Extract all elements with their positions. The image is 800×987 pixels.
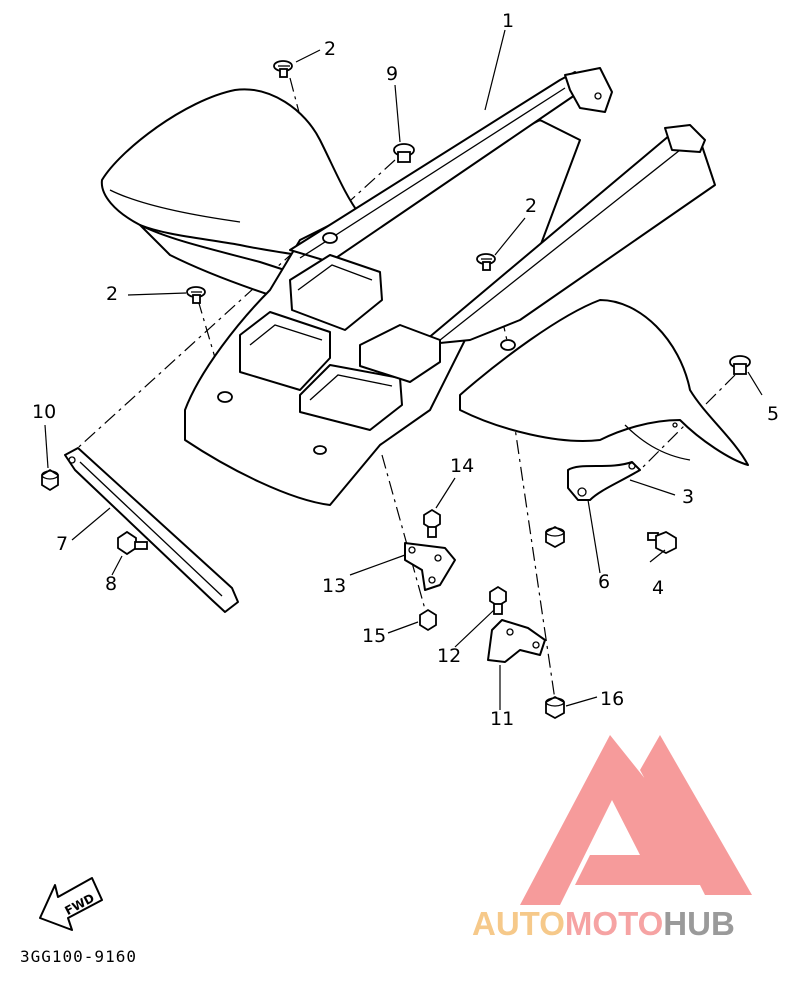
- watermark-text: AUTOMOTOHUB: [472, 905, 735, 942]
- callout-7: 7: [56, 533, 68, 555]
- watermark-auto: AUTO: [472, 905, 565, 942]
- svg-text:AUTOMOTOHUB: AUTOMOTOHUB: [472, 905, 735, 942]
- rear-fender: [100, 67, 749, 506]
- watermark-triangle-mark: [520, 735, 752, 905]
- fwd-arrow-icon: FWD: [39, 877, 103, 931]
- watermark-logo: [520, 735, 752, 905]
- bolt-icon: [117, 530, 148, 556]
- callout-4: 4: [652, 577, 664, 599]
- callout-5: 5: [767, 403, 779, 425]
- callout-1: 1: [502, 10, 514, 32]
- bolt-icon: [423, 508, 441, 538]
- bolt-icon: [647, 530, 677, 555]
- nut-icon: [419, 608, 437, 632]
- screw-icon: [273, 60, 293, 78]
- callout-9: 9: [386, 63, 398, 85]
- part-code: 3GG100-9160: [20, 947, 137, 966]
- nut-icon: [545, 695, 565, 720]
- screw-icon: [186, 286, 206, 304]
- callout-15: 15: [362, 625, 386, 647]
- nut-icon: [41, 468, 59, 492]
- callout-10: 10: [32, 401, 56, 423]
- callout-11: 11: [490, 708, 514, 730]
- clip-icon: [393, 143, 415, 163]
- bolt-icon: [489, 585, 507, 615]
- callout-labels: 1 2 2 2 3 4 5 6 7 8 9 10 11 12 13 14 15 …: [32, 10, 779, 730]
- callout-14: 14: [450, 455, 474, 477]
- bracket-3: [567, 461, 641, 501]
- callout-16: 16: [600, 688, 624, 710]
- leader-lines: [44, 29, 763, 710]
- stay-bracket: [64, 447, 239, 613]
- callout-13: 13: [322, 575, 346, 597]
- watermark-moto: MOTO: [565, 905, 663, 942]
- callout-2a: 2: [324, 38, 336, 60]
- nut-icon: [545, 525, 565, 549]
- callout-8: 8: [105, 573, 117, 595]
- screw-icon: [476, 253, 496, 271]
- callout-6: 6: [598, 571, 610, 593]
- callout-12: 12: [437, 645, 461, 667]
- callout-2c: 2: [106, 283, 118, 305]
- callout-2b: 2: [525, 195, 537, 217]
- callout-3: 3: [682, 486, 694, 508]
- bracket-13: [404, 542, 456, 591]
- bracket-11: [487, 619, 546, 663]
- hardware: [41, 60, 751, 720]
- clip-icon: [729, 355, 751, 375]
- watermark-hub: HUB: [663, 905, 735, 942]
